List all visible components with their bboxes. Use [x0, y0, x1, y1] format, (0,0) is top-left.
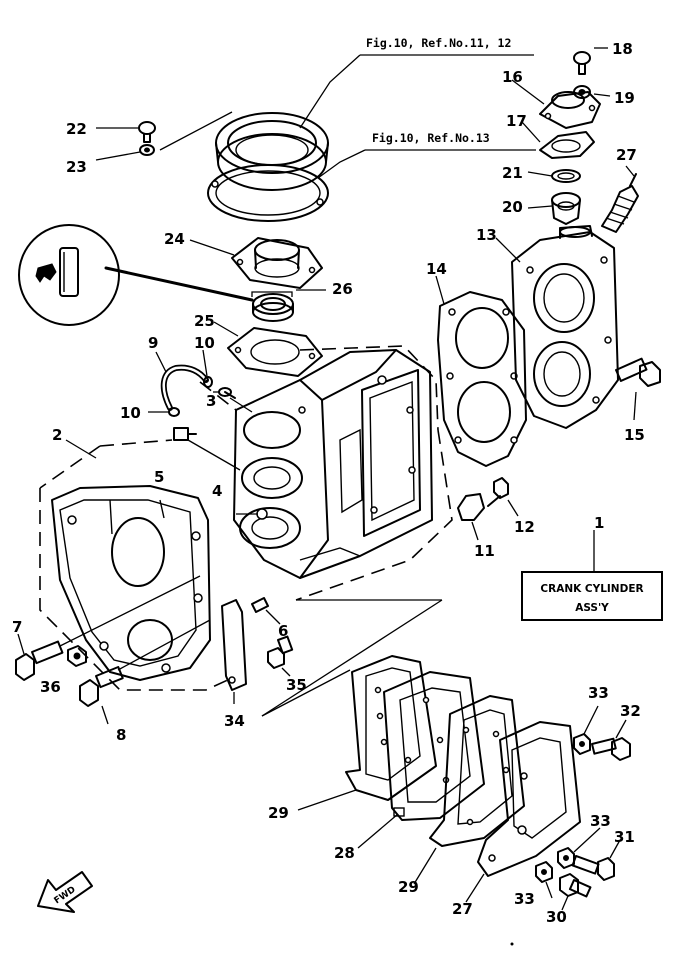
- dowel-pin-6: [251, 597, 269, 613]
- washer-19: [573, 85, 591, 99]
- bolt-32: [590, 737, 631, 761]
- part-number-33-middle: 33: [590, 812, 611, 830]
- exhaust-gasket-29-rear: [345, 655, 437, 801]
- part-number-29-upper: 29: [268, 804, 289, 822]
- part-number-16: 16: [502, 68, 523, 86]
- part-number-5: 5: [154, 468, 164, 486]
- part-number-10-lower: 10: [120, 404, 141, 422]
- bolt-18: [573, 51, 591, 75]
- head-gasket-14: [437, 291, 527, 467]
- plate-34: [221, 599, 247, 691]
- thermostat-20: [551, 192, 581, 225]
- part-number-17: 17: [506, 112, 527, 130]
- bolt-8: [79, 619, 211, 707]
- part-number-9: 9: [148, 334, 158, 352]
- nut-33c: [535, 861, 553, 883]
- fitting-3: [218, 387, 236, 399]
- part-number-32: 32: [620, 702, 641, 720]
- spark-plug-37: [601, 173, 639, 233]
- part-number-35: 35: [286, 676, 307, 694]
- ring-21: [551, 169, 581, 183]
- fwd-arrow: FWD: [37, 871, 93, 913]
- clip-10a: [203, 376, 213, 388]
- gasket-25: [227, 327, 323, 377]
- hose-9: [160, 364, 209, 411]
- part-number-29-lower: 29: [398, 878, 419, 896]
- fwd-label: FWD: [53, 885, 78, 906]
- part-number-13: 13: [476, 226, 497, 244]
- ref-note-fig10-13: Fig.10, Ref.No.13: [372, 131, 490, 145]
- bolt-35: [267, 635, 294, 669]
- part-number-4: 4: [212, 482, 222, 500]
- title-line-2: ASS'Y: [575, 602, 609, 614]
- exhaust-plate-28: [383, 671, 485, 821]
- part-number-24: 24: [164, 230, 185, 248]
- seal-housing-ring: [215, 112, 329, 191]
- thermostat-cover-16: [539, 91, 601, 129]
- part-number-6: 6: [278, 622, 288, 640]
- bolt-15: [614, 357, 661, 387]
- part-number-20: 20: [502, 198, 523, 216]
- part-number-10-upper: 10: [194, 334, 215, 352]
- part-number-14: 14: [426, 260, 447, 278]
- part-number-1: 1: [594, 514, 604, 532]
- part-number-26: 26: [332, 280, 353, 298]
- exhaust-cover-27: [477, 721, 581, 877]
- ref-note-fig10-11-12: Fig.10, Ref.No.11, 12: [366, 36, 511, 50]
- part-number-25: 25: [194, 312, 215, 330]
- part-number-23: 23: [66, 158, 87, 176]
- part-number-33-upper: 33: [588, 684, 609, 702]
- nut-33a: [573, 733, 591, 755]
- bolt-30: [559, 873, 592, 898]
- assembly-title-box: CRANK CYLINDER ASS'Y: [521, 530, 663, 621]
- title-line-1: CRANK CYLINDER: [540, 583, 643, 595]
- part-number-27: 27: [452, 900, 473, 918]
- part-number-11: 11: [474, 542, 495, 560]
- clip-10b: [168, 407, 180, 417]
- gasket-17: [539, 131, 595, 159]
- cylinder-head-13: [511, 225, 619, 429]
- bolt-7: [15, 575, 201, 681]
- part-number-8: 8: [116, 726, 126, 744]
- part-number-3: 3: [206, 392, 216, 410]
- part-number-12: 12: [514, 518, 535, 536]
- seal-housing-gasket: [207, 164, 329, 222]
- part-number-7: 7: [12, 618, 22, 636]
- oil-seal-cover-24: [231, 237, 323, 289]
- part-number-34: 34: [224, 712, 245, 730]
- part-number-31: 31: [614, 828, 635, 846]
- anode-11: [457, 493, 485, 521]
- bolt-12: [487, 477, 509, 507]
- bolt-22: [138, 121, 156, 143]
- part-number-2: 2: [52, 426, 62, 444]
- cylinder-block: [233, 349, 433, 579]
- nut-36: [67, 645, 87, 667]
- washer-23: [139, 144, 155, 156]
- part-number-36: 36: [40, 678, 61, 696]
- bolt-31: [571, 855, 615, 881]
- fitting-5: [173, 427, 197, 441]
- part-number-22: 22: [66, 120, 87, 138]
- part-number-30: 30: [546, 908, 567, 926]
- part-number-15: 15: [624, 426, 645, 444]
- part-number-28: 28: [334, 844, 355, 862]
- part-number-18: 18: [612, 40, 633, 58]
- part-number-21: 21: [502, 164, 523, 182]
- oil-seal-26: [252, 293, 294, 322]
- nut-33b: [557, 847, 575, 869]
- detail-bubble: [18, 224, 254, 326]
- part-number-33-lower: 33: [514, 890, 535, 908]
- part-number-19: 19: [614, 89, 635, 107]
- exhaust-gasket-29-front: [429, 695, 525, 847]
- part-number-37: 27: [616, 146, 637, 164]
